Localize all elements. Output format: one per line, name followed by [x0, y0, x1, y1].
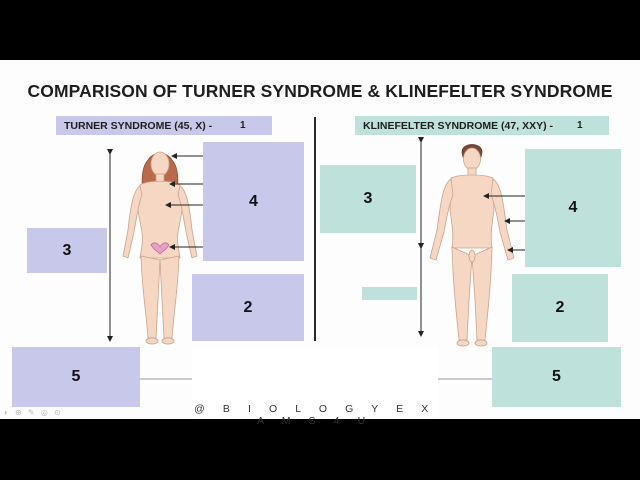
diagram-title: COMPARISON OF TURNER SYNDROME & KLINEFEL… [27, 81, 613, 101]
klinefelter-box-4: 4 [525, 149, 621, 267]
figures-and-arrows [107, 137, 525, 380]
klinefelter-box-3: 3 [320, 165, 416, 233]
klinefelter-box-2: 2 [512, 274, 608, 342]
turner-box-3: 3 [27, 228, 107, 273]
turner-box-4: 4 [203, 142, 304, 261]
center-divider [314, 117, 316, 341]
male-figure [429, 144, 515, 347]
turner-header-number: 1 [240, 120, 246, 131]
female-figure [122, 151, 198, 345]
klinefelter-header-number: 1 [577, 120, 583, 131]
klinefelter-box-5: 5 [492, 347, 621, 407]
watermark-text: @ B I O L O G Y E X A M S 4 U [194, 403, 436, 427]
diagram-canvas: COMPARISON OF TURNER SYNDROME & KLINEFEL… [0, 60, 640, 427]
klinefelter-small-box [362, 287, 417, 300]
watermark-panel [192, 347, 438, 419]
player-tool-icons[interactable]: ◐ ⊕ ✎ ◎ ⊙ [4, 408, 63, 417]
turner-box-2: 2 [192, 274, 304, 341]
turner-header-label: TURNER SYNDROME (45, X) - [64, 119, 213, 132]
klinefelter-header: KLINEFELTER SYNDROME (47, XXY) - 1 [355, 116, 609, 135]
turner-header: TURNER SYNDROME (45, X) - 1 [56, 116, 272, 135]
klinefelter-header-label: KLINEFELTER SYNDROME (47, XXY) - [363, 119, 553, 132]
turner-box-5: 5 [12, 347, 140, 407]
